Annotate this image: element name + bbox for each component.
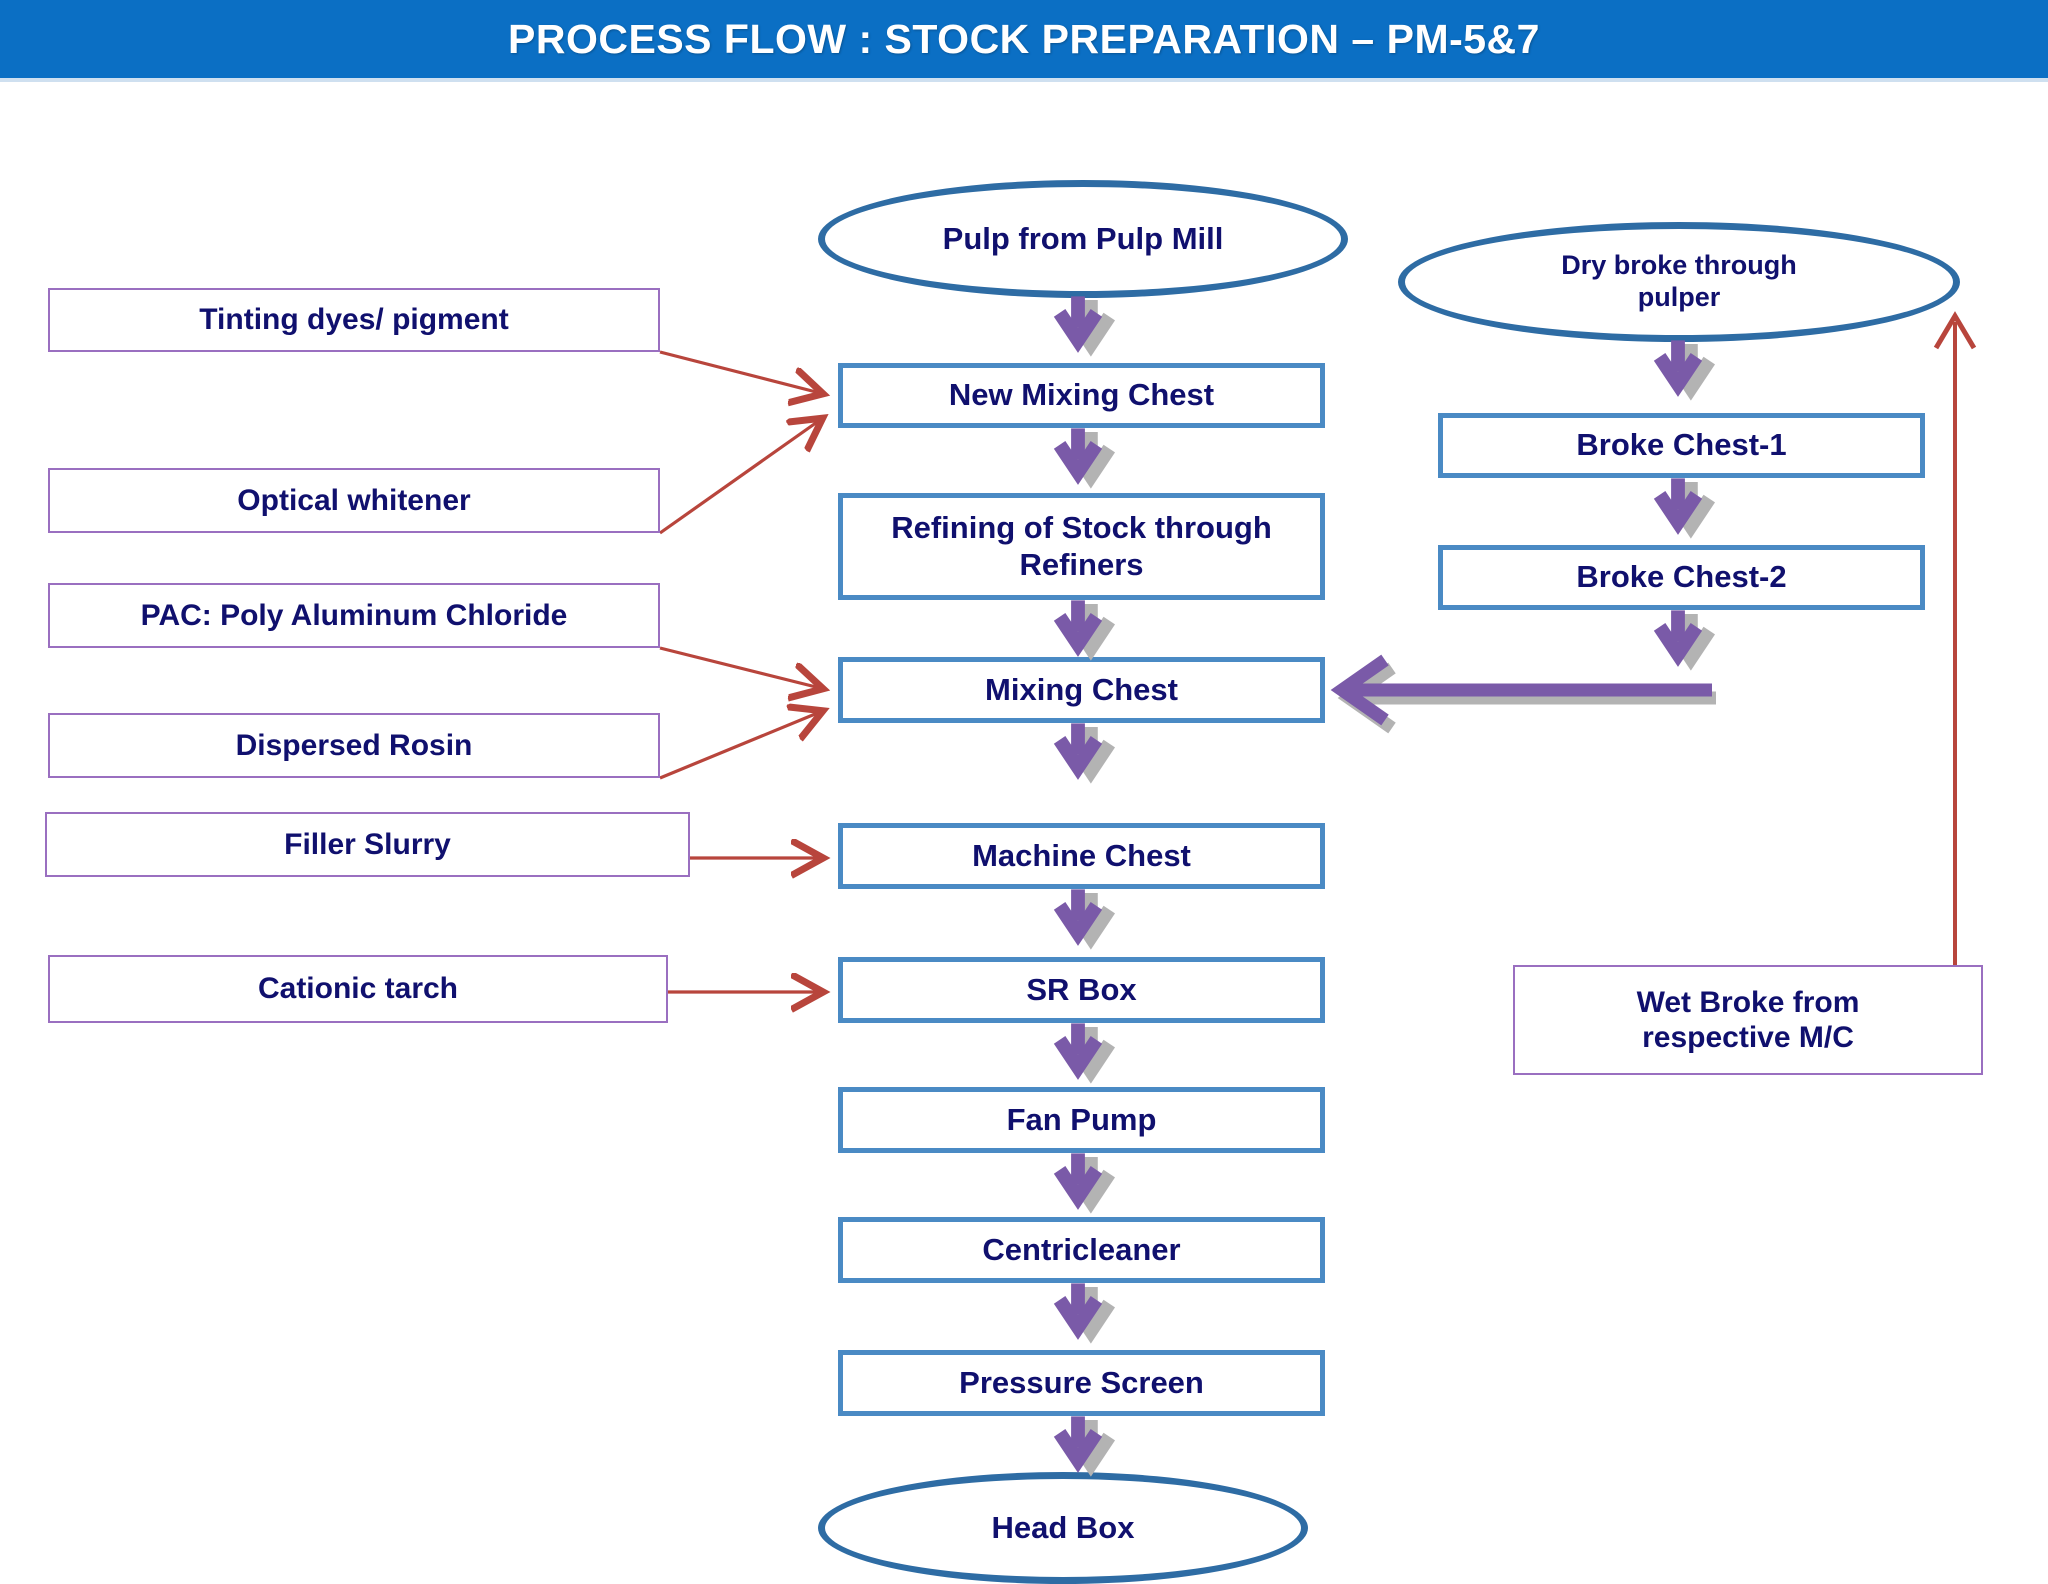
dosing-arrow-dispersed-rosin bbox=[659, 712, 820, 780]
flow-arrow bbox=[1653, 610, 1716, 671]
additive-label: Optical whitener bbox=[237, 483, 471, 517]
additive-box-pac[interactable]: PAC: Poly Aluminum Chloride bbox=[48, 583, 660, 648]
additive-box-dispersed-rosin[interactable]: Dispersed Rosin bbox=[48, 713, 660, 778]
flow-arrow bbox=[1053, 1153, 1116, 1214]
title-underline bbox=[0, 78, 2048, 82]
node-label: New Mixing Chest bbox=[948, 377, 1215, 413]
node-machine-chest[interactable]: Machine Chest bbox=[838, 823, 1325, 889]
node-label: Machine Chest bbox=[972, 837, 1191, 873]
node-wet-broke[interactable]: Wet Broke from respective M/C bbox=[1513, 965, 1983, 1075]
node-label: Refining of Stock through Refiners bbox=[891, 509, 1272, 582]
additive-label: Filler Slurry bbox=[284, 827, 451, 861]
flow-arrow bbox=[1053, 1023, 1116, 1084]
node-head-box[interactable]: Head Box bbox=[818, 1472, 1308, 1584]
additive-label: Cationic tarch bbox=[257, 972, 459, 1006]
node-broke-chest-2[interactable]: Broke Chest-2 bbox=[1438, 545, 1925, 610]
flow-arrow bbox=[1653, 340, 1716, 401]
node-dry-broke-through-pulper[interactable]: Dry broke through pulper bbox=[1398, 222, 1960, 342]
flow-arrow bbox=[1053, 428, 1116, 489]
additive-box-filler-slurry[interactable]: Filler Slurry bbox=[45, 812, 690, 877]
dosing-arrow-optical-whitener bbox=[659, 420, 820, 535]
flow-arrow bbox=[1053, 1416, 1116, 1477]
node-label: Pulp from Pulp Mill bbox=[942, 220, 1224, 256]
node-mixing-chest[interactable]: Mixing Chest bbox=[838, 657, 1325, 723]
recycle-arrow-broke-to-mixing bbox=[1330, 654, 1716, 734]
additive-box-tinting-dyes[interactable]: Tinting dyes/ pigment bbox=[48, 288, 660, 352]
node-refining-of-stock[interactable]: Refining of Stock through Refiners bbox=[838, 493, 1325, 600]
flow-arrow bbox=[1653, 478, 1716, 539]
flow-arrow bbox=[1053, 600, 1116, 661]
node-label: SR Box bbox=[1026, 971, 1137, 1007]
flow-arrow bbox=[1053, 889, 1116, 950]
dosing-arrow-pac bbox=[659, 646, 820, 688]
node-label: Centricleaner bbox=[982, 1231, 1181, 1267]
node-pressure-screen[interactable]: Pressure Screen bbox=[838, 1350, 1325, 1416]
additive-label: PAC: Poly Aluminum Chloride bbox=[140, 598, 568, 632]
node-fan-pump[interactable]: Fan Pump bbox=[838, 1087, 1325, 1153]
node-label: Mixing Chest bbox=[985, 671, 1178, 707]
node-sr-box[interactable]: SR Box bbox=[838, 957, 1325, 1023]
node-label: Broke Chest-1 bbox=[1576, 427, 1787, 463]
additive-label: Dispersed Rosin bbox=[235, 728, 473, 762]
node-new-mixing-chest[interactable]: New Mixing Chest bbox=[838, 363, 1325, 428]
slide-title-bar: PROCESS FLOW : STOCK PREPARATION – PM-5&… bbox=[0, 0, 2048, 78]
node-label: Dry broke through pulper bbox=[1561, 250, 1797, 312]
additive-label: Tinting dyes/ pigment bbox=[199, 303, 509, 337]
additive-box-cationic-starch[interactable]: Cationic tarch bbox=[48, 955, 668, 1023]
additive-box-optical-whitener[interactable]: Optical whitener bbox=[48, 468, 660, 533]
node-label: Pressure Screen bbox=[959, 1364, 1204, 1400]
dosing-arrow-tinting-dyes bbox=[659, 350, 820, 393]
flow-arrow bbox=[1053, 296, 1116, 357]
node-label: Fan Pump bbox=[1006, 1101, 1157, 1137]
page-title: PROCESS FLOW : STOCK PREPARATION – PM-5&… bbox=[508, 15, 1540, 62]
node-label: Wet Broke from respective M/C bbox=[1636, 985, 1860, 1054]
flow-arrow bbox=[1053, 723, 1116, 784]
node-label: Broke Chest-2 bbox=[1576, 559, 1787, 595]
node-centricleaner[interactable]: Centricleaner bbox=[838, 1217, 1325, 1283]
flow-arrow bbox=[1053, 1283, 1116, 1344]
node-broke-chest-1[interactable]: Broke Chest-1 bbox=[1438, 413, 1925, 478]
node-label: Head Box bbox=[991, 1509, 1135, 1545]
node-pulp-from-pulp-mill[interactable]: Pulp from Pulp Mill bbox=[818, 180, 1348, 298]
wet-broke-return-arrow bbox=[1933, 311, 1977, 975]
